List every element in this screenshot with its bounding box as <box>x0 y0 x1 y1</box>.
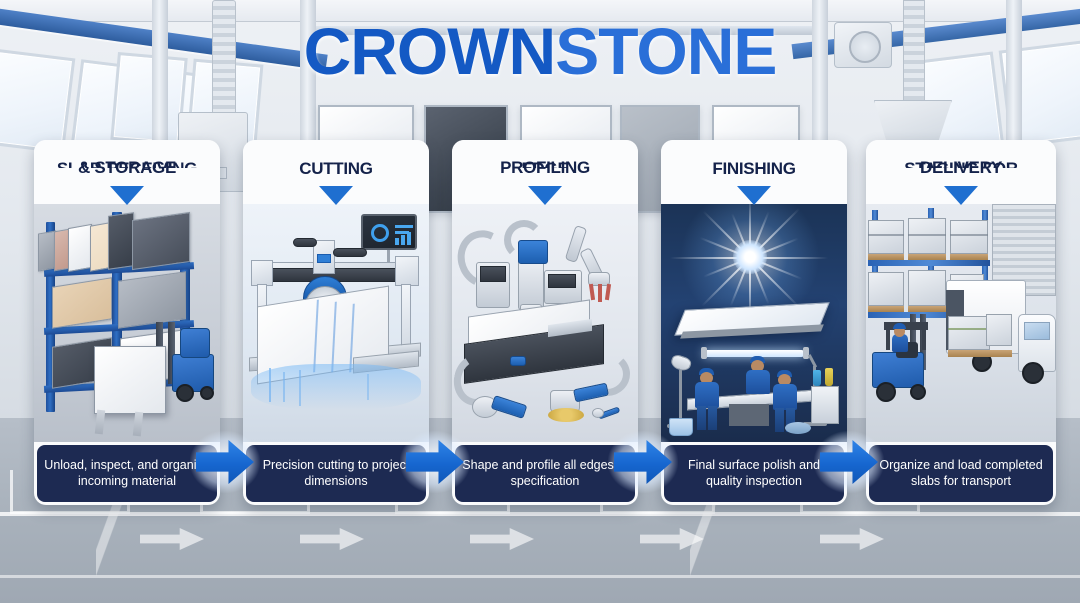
title-part-crown: CROWN <box>303 14 557 88</box>
ceiling-band <box>0 0 1080 22</box>
connector-arrow-2-to-3 <box>400 431 470 493</box>
step-1-illustration <box>34 204 220 442</box>
connector-arrow-1-to-2 <box>190 431 260 493</box>
step-2-caption: Precision cutting to project dimensions <box>246 445 426 502</box>
step-2-pointer-icon <box>319 186 353 205</box>
step-4-header: FINISHING <box>661 140 847 205</box>
step-3-caption-text: Shape and profile all edges to specifica… <box>462 457 628 488</box>
ventilation-duct-left <box>212 0 236 118</box>
step-3-caption: Shape and profile all edges to specifica… <box>455 445 635 502</box>
step-1-pointer-icon <box>110 186 144 205</box>
step-1-title-line-2: & STORAGE <box>77 158 177 178</box>
ceiling-beam-mid <box>300 26 820 35</box>
step-3-title-line-2: PROFILING <box>500 158 590 178</box>
step-5-pointer-icon <box>944 186 978 205</box>
step-2-header: CUTTING <box>243 140 429 205</box>
title-part-stone: STONE <box>555 14 777 88</box>
floor-lane-line-2 <box>0 575 1080 578</box>
step-3-pointer-icon <box>528 186 562 205</box>
inspection-light-burst-icon <box>670 204 828 332</box>
step-5-title-line-2: DELIVERY <box>920 158 1002 178</box>
process-step-card-1[interactable]: SLAB RECEIVING & STORAGE <box>34 140 220 505</box>
connector-arrow-3-to-4 <box>608 431 678 493</box>
step-4-caption-text: Final surface polish and quality inspect… <box>687 457 821 488</box>
step-5-caption-text: Organize and load completed slabs for tr… <box>879 457 1043 488</box>
connector-arrow-4-to-5 <box>814 431 884 493</box>
step-4-pointer-icon <box>737 186 771 205</box>
process-step-card-2[interactable]: CUTTING <box>243 140 429 505</box>
page-title: CROWNSTONE <box>0 18 1080 84</box>
step-3-illustration <box>452 204 638 442</box>
step-2-title: CUTTING <box>299 159 373 179</box>
step-4-illustration <box>661 204 847 442</box>
step-2-illustration <box>243 204 429 442</box>
air-handler-unit <box>834 22 892 68</box>
process-step-card-4[interactable]: FINISHING <box>661 140 847 505</box>
process-steps-row: SLAB RECEIVING & STORAGE <box>0 140 1080 505</box>
step-2-caption-text: Precision cutting to project dimensions <box>262 457 410 488</box>
step-4-title: FINISHING <box>712 159 796 179</box>
step-1-caption: Unload, inspect, and organize incoming m… <box>37 445 217 502</box>
step-5-caption: Organize and load completed slabs for tr… <box>869 445 1053 502</box>
step-5-illustration <box>866 204 1056 442</box>
step-1-caption-text: Unload, inspect, and organize incoming m… <box>44 457 210 488</box>
process-step-card-5[interactable]: STAGING FOR DELIVERY <box>866 140 1056 505</box>
floor-lane-line-1 <box>0 512 1080 516</box>
process-step-card-3[interactable]: EDGE PROFILING <box>452 140 638 505</box>
